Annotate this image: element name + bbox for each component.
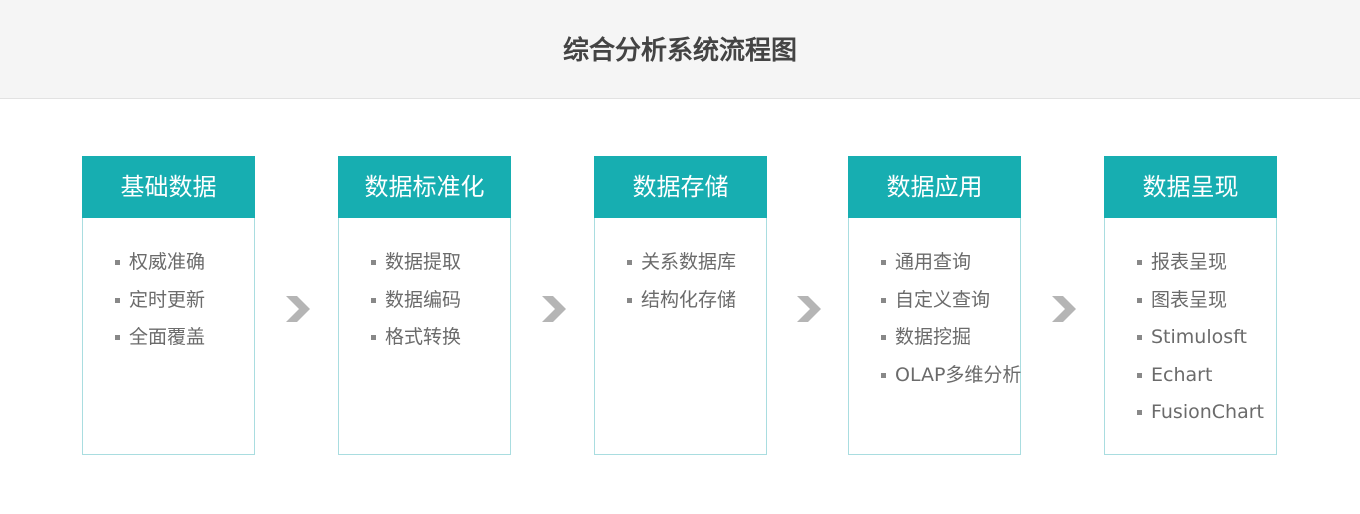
- header-bar: 综合分析系统流程图: [0, 0, 1360, 99]
- stage-title: 数据存储: [594, 156, 767, 218]
- page-title: 综合分析系统流程图: [562, 36, 797, 66]
- stage-item: 报表呈现: [1137, 244, 1276, 282]
- chevron-right-icon: [542, 296, 566, 322]
- stage-items: 数据提取数据编码格式转换: [339, 218, 510, 357]
- stage-card: 基础数据权威准确定时更新全面覆盖: [82, 156, 255, 455]
- stage-item: 数据编码: [371, 282, 510, 320]
- stage-card: 数据标准化数据提取数据编码格式转换: [338, 156, 511, 455]
- stage-item: Stimulosft: [1137, 319, 1276, 357]
- stage-item: 关系数据库: [627, 244, 766, 282]
- stage-item: 结构化存储: [627, 282, 766, 320]
- stage-item: 数据挖掘: [881, 319, 1020, 357]
- stage-title: 数据应用: [848, 156, 1021, 218]
- stage-item: 定时更新: [115, 282, 254, 320]
- chevron-right-icon: [797, 296, 821, 322]
- stage-card: 数据存储关系数据库结构化存储: [594, 156, 767, 455]
- stage-item: 通用查询: [881, 244, 1020, 282]
- stage-item: OLAP多维分析: [881, 357, 1021, 395]
- chevron-right-icon: [286, 296, 310, 322]
- stage-title: 数据标准化: [338, 156, 511, 218]
- chevron-right-icon: [1052, 296, 1076, 322]
- stage-item: 自定义查询: [881, 282, 1020, 320]
- stage-item: 权威准确: [115, 244, 254, 282]
- stage-items: 关系数据库结构化存储: [595, 218, 766, 319]
- stage-item: 数据提取: [371, 244, 510, 282]
- stage-items: 权威准确定时更新全面覆盖: [83, 218, 254, 357]
- stage-item: 图表呈现: [1137, 282, 1276, 320]
- stage-item: Echart: [1137, 357, 1276, 395]
- stage-item: 全面覆盖: [115, 319, 254, 357]
- stage-item: FusionChart: [1137, 394, 1276, 432]
- stage-item: 格式转换: [371, 319, 510, 357]
- stage-title: 数据呈现: [1104, 156, 1277, 218]
- stage-title: 基础数据: [82, 156, 255, 218]
